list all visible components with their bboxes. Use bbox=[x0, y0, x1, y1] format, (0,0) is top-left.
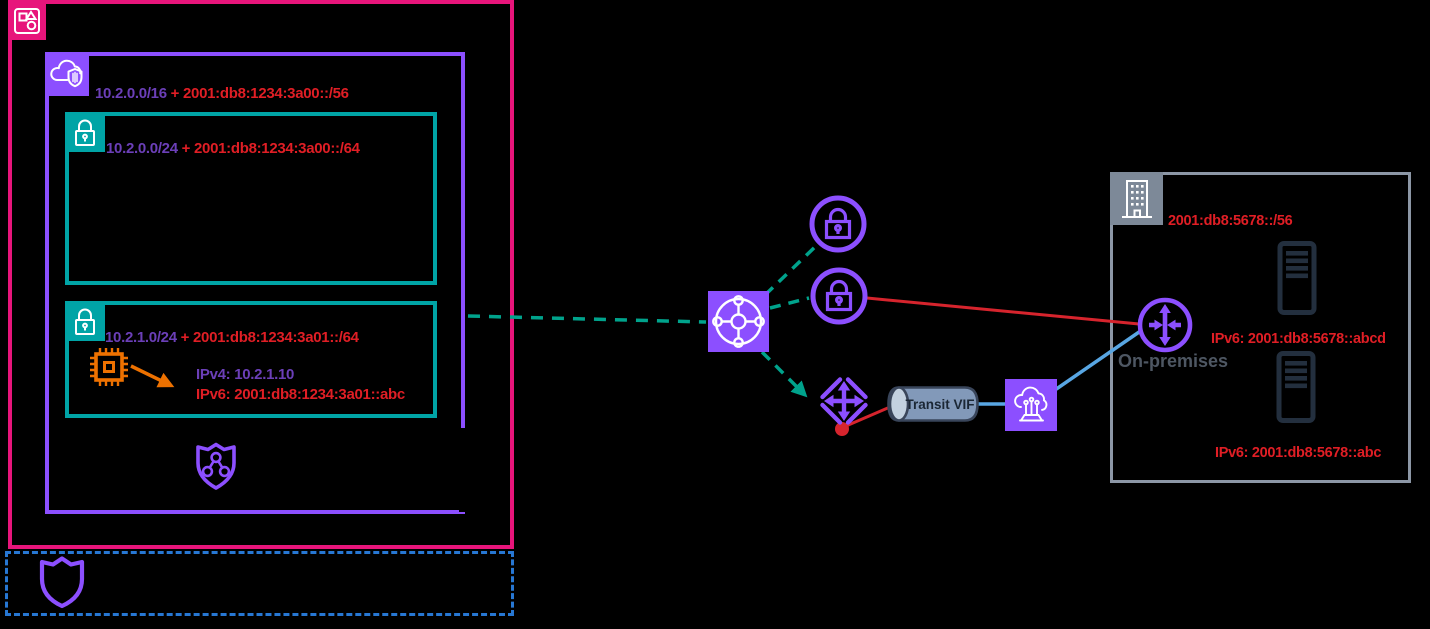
vpc-cidr-label: 10.2.0.0/16 + 2001:db8:1234:3a00::/56 bbox=[95, 85, 349, 102]
vpc-cidr-ipv4: 10.2.0.0/16 bbox=[95, 85, 167, 102]
aws-account-icon bbox=[8, 2, 46, 40]
onprem-server2-ipv6-label: IPv6: 2001:db8:5678::abc bbox=[1215, 445, 1382, 461]
subnet1-cidr-ipv4: 10.2.0.0/24 bbox=[106, 140, 178, 157]
private-subnet-2-boundary bbox=[65, 301, 437, 418]
security-group-boundary bbox=[5, 551, 514, 616]
onprem-server1-ipv6-label: IPv6: 2001:db8:5678::abcd bbox=[1211, 331, 1386, 347]
vpn-to-onprem-connection bbox=[866, 296, 1140, 326]
server-icon bbox=[1276, 240, 1318, 316]
tgw-to-vpn2-connection bbox=[769, 296, 810, 310]
vpc-boundary bbox=[45, 52, 465, 514]
instance-ipv4-label: IPv4: 10.2.1.10 bbox=[196, 366, 295, 383]
instance-pointer-arrow bbox=[130, 364, 175, 388]
transit-gateway-icon bbox=[708, 291, 769, 352]
direct-connect-gateway-icon bbox=[816, 373, 872, 429]
vpn-connection-lock-icon bbox=[809, 195, 867, 253]
bgp-peering-dot bbox=[835, 422, 849, 436]
subnet2-cidr-ipv6: + 2001:db8:1234:3a01::/64 bbox=[180, 329, 359, 346]
security-group-shield-icon bbox=[36, 553, 88, 611]
ec2-instance-chip-icon bbox=[86, 344, 132, 390]
private-subnet-lock-icon bbox=[65, 112, 105, 152]
dx-to-onprem-router-connection bbox=[1051, 328, 1143, 394]
transit-vif-label: Transit VIF bbox=[905, 396, 975, 412]
on-premises-boundary bbox=[1110, 172, 1411, 483]
subnet1-cidr-label: 10.2.0.0/24 + 2001:db8:1234:3a00::/64 bbox=[106, 140, 360, 157]
private-subnet-1-boundary bbox=[65, 112, 437, 285]
subnet2-cidr-ipv4: 10.2.1.0/24 bbox=[105, 329, 177, 346]
onprem-cidr-label: 2001:db8:5678::/56 bbox=[1168, 213, 1293, 229]
vpn-connection-lock-icon bbox=[810, 267, 868, 325]
route-table-shield-icon bbox=[193, 440, 239, 492]
vpc-border-gap bbox=[459, 428, 468, 512]
tgw-to-vpn1-connection bbox=[763, 244, 818, 297]
private-subnet-lock-icon bbox=[65, 301, 105, 341]
instance-ipv6-label: IPv6: 2001:db8:1234:3a01::abc bbox=[196, 386, 405, 403]
subnet1-cidr-ipv6: + 2001:db8:1234:3a00::/64 bbox=[181, 140, 360, 157]
server-icon bbox=[1275, 350, 1317, 424]
vpc-cidr-ipv6: + 2001:db8:1234:3a00::/56 bbox=[170, 85, 349, 102]
vpc-icon bbox=[45, 52, 89, 96]
subnet2-cidr-label: 10.2.1.0/24 + 2001:db8:1234:3a01::/64 bbox=[105, 329, 359, 346]
direct-connect-icon bbox=[1005, 379, 1057, 431]
transit-vif-pipe: Transit VIF bbox=[886, 385, 980, 423]
onprem-router-icon bbox=[1136, 296, 1194, 354]
corporate-building-icon bbox=[1110, 172, 1163, 225]
vpc-to-tgw-connection bbox=[467, 314, 707, 324]
aws-account-boundary bbox=[8, 0, 514, 549]
onprem-label: On-premises bbox=[1118, 351, 1229, 371]
tgw-to-dx-gateway-connection bbox=[760, 350, 808, 398]
